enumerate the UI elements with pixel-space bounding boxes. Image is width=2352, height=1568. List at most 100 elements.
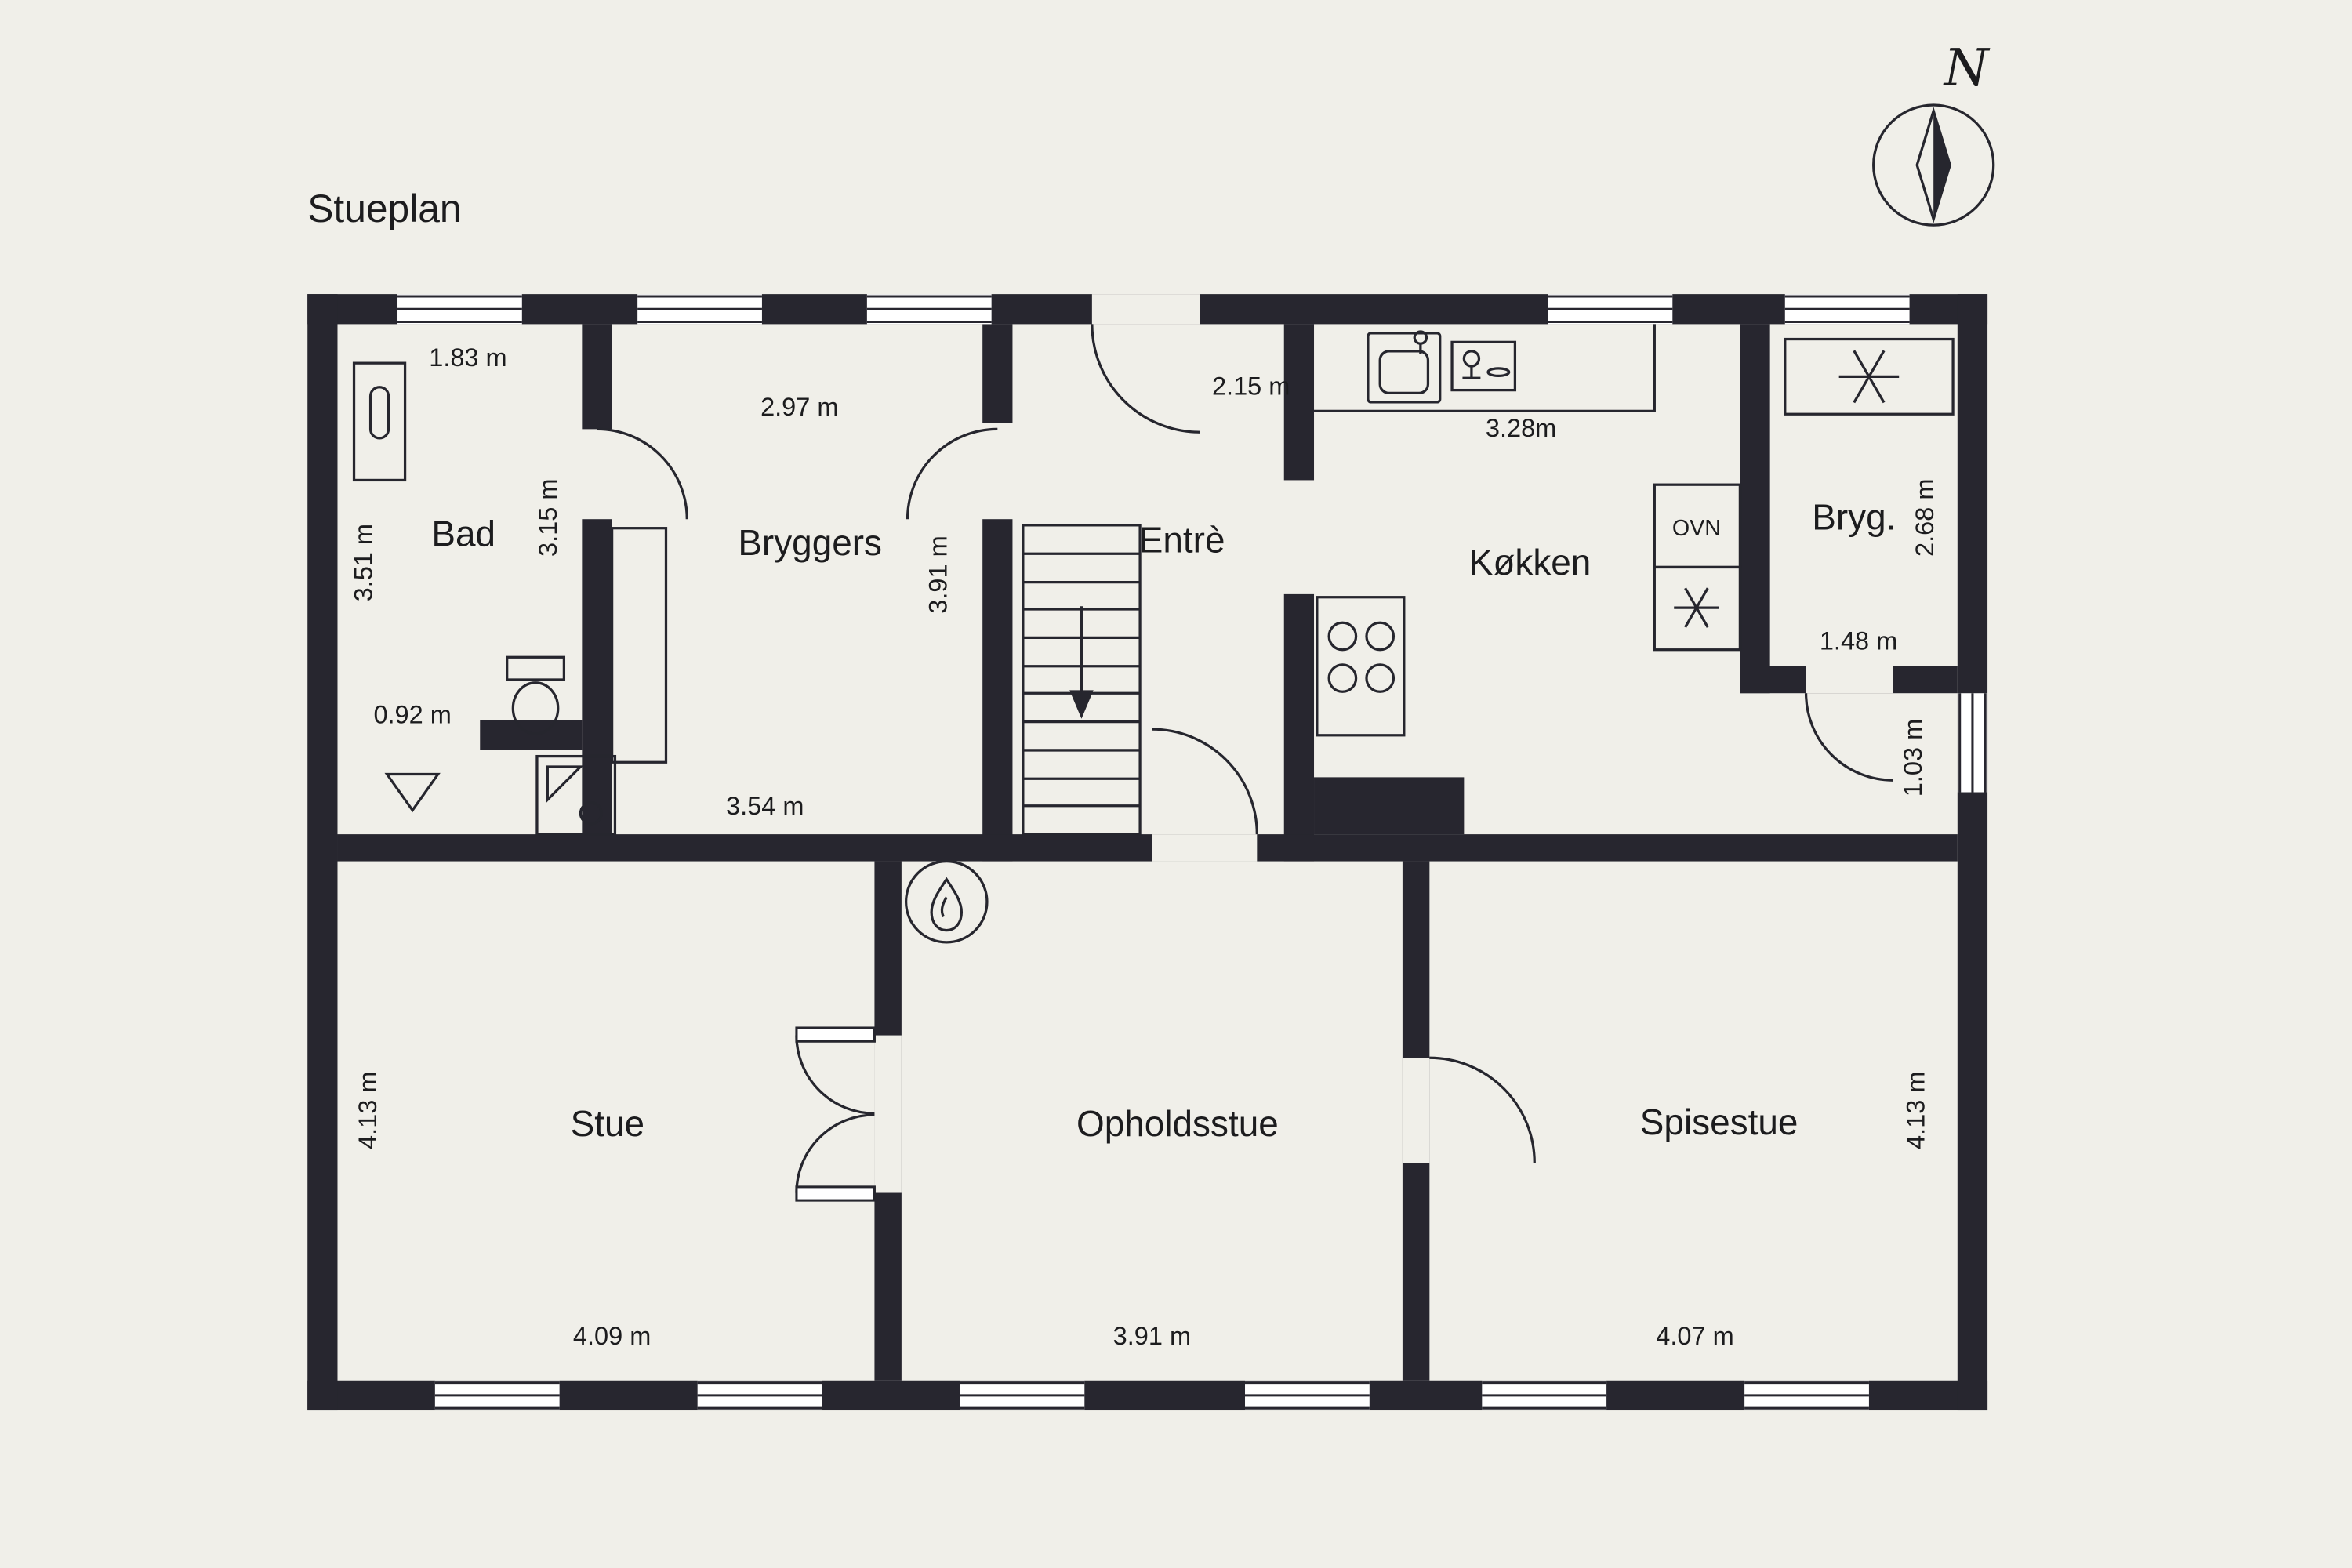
- stairs-arrowhead-icon: [1069, 690, 1094, 719]
- compass-north-label: N: [1943, 39, 1991, 98]
- walls: [307, 294, 1988, 1411]
- wall-exterior-bottom: [307, 1380, 1988, 1411]
- bryg-fixtures: [1784, 337, 1955, 416]
- window-bryggers-1: [636, 292, 764, 325]
- window-kokken: [1546, 292, 1674, 325]
- compass: N: [1872, 39, 1995, 227]
- utility-sink-corner-icon: [546, 765, 584, 804]
- staircase: [1022, 524, 1142, 836]
- room-label-bad: Bad: [431, 514, 495, 554]
- utility-sink-drain-icon: [579, 801, 603, 826]
- dim-bad-width: 1.83 m: [429, 343, 506, 372]
- window-bryg: [1784, 292, 1911, 325]
- floor-drain-icon: [384, 772, 441, 813]
- room-labels: Bad Bryggers Entrè Køkken Bryg. Stue Oph…: [431, 497, 1896, 1144]
- flame-icon: [930, 877, 964, 932]
- dim-bad-depth: 3.51 m: [349, 524, 377, 601]
- cabinet-icon: [610, 527, 668, 764]
- dishwasher-glass-icon: [1462, 350, 1481, 368]
- window-bryggers-2: [866, 292, 993, 325]
- wall-bad-jog: [480, 720, 583, 750]
- wall-entre-kokken-upper: [1283, 324, 1315, 481]
- door-arc-bryggers: [906, 427, 998, 520]
- door-leaf-double-bottom: [795, 1185, 876, 1202]
- opening-entry-door: [1091, 294, 1200, 325]
- window-spisestue-2: [1743, 1379, 1871, 1412]
- dim-bryg-door: 1.03 m: [1899, 719, 1927, 797]
- dim-entre-width: 2.15 m: [1212, 372, 1290, 400]
- wall-bad-bryggers-lower: [582, 519, 612, 835]
- snowflake-icon-bryg: [1838, 350, 1900, 404]
- dim-spisestue-depth: 4.13 m: [1902, 1072, 1930, 1149]
- toilet-bowl-icon: [511, 681, 560, 735]
- stove-burner-icon: [1365, 621, 1396, 652]
- dim-bad-inner-depth: 3.15 m: [534, 479, 562, 557]
- wall-kokken-bryg: [1740, 324, 1770, 694]
- snowflake-icon-kokken: [1674, 587, 1719, 628]
- shower-cabinet-icon: [352, 361, 407, 482]
- kokken-fixtures: [1314, 324, 1742, 737]
- room-label-spisestue: Spisestue: [1640, 1102, 1798, 1142]
- fireplace-circle: [904, 859, 989, 944]
- room-label-bryg: Bryg.: [1812, 497, 1896, 538]
- door-exterior-right: [1957, 693, 1988, 793]
- door-arc-entre-opholdsstue: [1152, 728, 1258, 835]
- wall-bad-bryggers-upper: [582, 324, 612, 430]
- window-stue-2: [696, 1379, 824, 1412]
- wall-exterior-left: [307, 294, 338, 1411]
- dim-bryggers-bottom-width: 3.54 m: [726, 792, 804, 820]
- compass-needle-icon: [1933, 111, 1951, 220]
- kitchen-sink-icon: [1367, 332, 1442, 404]
- room-label-opholdsstue: Opholdsstue: [1076, 1103, 1279, 1144]
- dim-spisestue-width: 4.07 m: [1656, 1322, 1733, 1350]
- window-spisestue-1: [1480, 1379, 1608, 1412]
- dim-opholdsstue-width: 3.91 m: [1113, 1322, 1191, 1350]
- room-label-kokken: Køkken: [1469, 542, 1592, 583]
- door-swings: [597, 324, 1893, 1202]
- oven-label: OVN: [1672, 516, 1721, 541]
- dim-bryg-bottom-width: 1.48 m: [1820, 627, 1897, 655]
- opening-bryg-door: [1806, 666, 1893, 694]
- stove-burner-icon: [1327, 663, 1358, 693]
- wall-kokken-block: [1314, 777, 1465, 835]
- dishwasher-icon: [1450, 340, 1517, 392]
- door-arc-bryg: [1804, 693, 1893, 782]
- dim-stue-depth: 4.13 m: [354, 1072, 382, 1149]
- dim-bryg-depth: 2.68 m: [1911, 479, 1939, 557]
- freezer-box-bryg: [1784, 337, 1955, 416]
- door-openings: [874, 294, 1893, 1193]
- stove-icon: [1316, 596, 1406, 737]
- wall-entre-kokken-lower: [1283, 593, 1315, 862]
- kitchen-counter-outline: [1314, 324, 1656, 413]
- window-opholdsstue-1: [958, 1379, 1086, 1412]
- stairs-outline: [1022, 524, 1142, 836]
- toilet-tank-icon: [506, 655, 566, 681]
- shower-handle-icon: [368, 386, 390, 440]
- door-arc-double-bottom: [795, 1113, 875, 1193]
- door-arc-bad: [597, 427, 688, 520]
- window-opholdsstue-2: [1243, 1379, 1371, 1412]
- room-label-bryggers: Bryggers: [738, 522, 882, 563]
- bad-fixtures: [352, 361, 566, 813]
- dim-kokken-width: 3.28m: [1486, 414, 1556, 442]
- page-title: Stueplan: [307, 187, 461, 230]
- dimension-labels: 1.83 m 2.97 m 2.15 m 3.28m 1.48 m 0.92 m…: [349, 343, 1939, 1350]
- door-arc-spisestue: [1429, 1056, 1536, 1163]
- stove-burner-icon: [1327, 621, 1358, 652]
- kitchen-sink-basin-icon: [1378, 350, 1430, 395]
- window-stue-1: [434, 1379, 561, 1412]
- dim-bryggers-width: 2.97 m: [760, 393, 838, 421]
- door-arc-entry: [1091, 324, 1200, 434]
- room-label-stue: Stue: [571, 1103, 644, 1144]
- stove-burner-icon: [1365, 663, 1396, 693]
- dim-bad-shower-width: 0.92 m: [373, 700, 451, 728]
- opening-opholdsstue-spisestue: [1402, 1058, 1430, 1163]
- window-bad: [396, 292, 524, 325]
- fireplace: [904, 859, 989, 944]
- door-leaf-double-top: [795, 1026, 876, 1043]
- opening-entre-opholdsstue: [1152, 834, 1258, 862]
- freezer-box-kokken: [1653, 565, 1742, 652]
- room-label-entre: Entrè: [1139, 519, 1225, 560]
- windows: [396, 292, 1988, 1412]
- wall-bryggers-entre-upper: [982, 324, 1013, 423]
